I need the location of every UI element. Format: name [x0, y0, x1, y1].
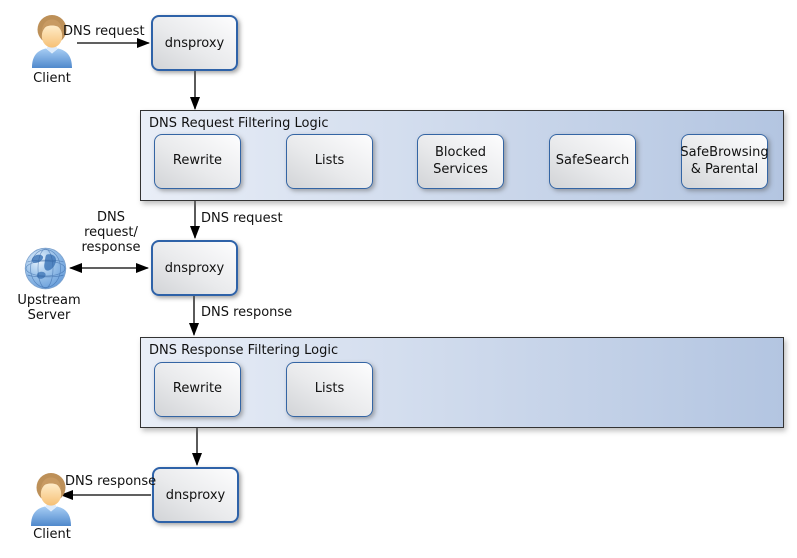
node-dnsproxy-mid: dnsproxy: [151, 240, 238, 296]
user-icon: [32, 15, 72, 68]
step-blocked-services: Blocked Services: [417, 134, 504, 189]
client-top-label: Client: [33, 71, 71, 86]
step-lists-response-label: Lists: [314, 381, 345, 397]
node-dnsproxy-top: dnsproxy: [151, 15, 238, 71]
step-safebrowsing-parental-label: SafeBrowsing & Parental: [680, 145, 769, 177]
step-blocked-services-label: Blocked Services: [433, 145, 488, 177]
user-icon: [31, 473, 71, 526]
upstream-server-label: Upstream Server: [17, 293, 81, 323]
node-dnsproxy-bottom: dnsproxy: [152, 467, 239, 523]
client-bottom-label: Client: [33, 527, 71, 542]
group-request-filtering: DNS Request Filtering Logic Rewrite List…: [140, 110, 784, 201]
step-safebrowsing-parental: SafeBrowsing & Parental: [680, 134, 769, 189]
node-dnsproxy-mid-label: dnsproxy: [164, 260, 225, 276]
globe-icon: [24, 247, 67, 290]
group-request-filtering-title: DNS Request Filtering Logic: [149, 116, 329, 131]
edge-label-upstream-response: DNS response: [201, 305, 293, 320]
step-lists-request-label: Lists: [314, 153, 345, 169]
step-rewrite-request: Rewrite: [154, 134, 241, 189]
step-rewrite-response-label: Rewrite: [172, 381, 223, 397]
node-dnsproxy-top-label: dnsproxy: [164, 35, 225, 51]
step-safesearch: SafeSearch: [549, 134, 636, 189]
node-dnsproxy-bottom-label: dnsproxy: [165, 487, 226, 503]
group-response-filtering: DNS Response Filtering Logic Rewrite Lis…: [140, 337, 784, 428]
step-rewrite-request-label: Rewrite: [172, 153, 223, 169]
edge-label-filtered-request: DNS request: [201, 211, 283, 226]
group-response-filtering-title: DNS Response Filtering Logic: [149, 343, 339, 358]
step-lists-request: Lists: [286, 134, 373, 189]
step-lists-response: Lists: [286, 362, 373, 417]
edge-label-upstream-exchange: DNS request/ response: [81, 210, 141, 255]
edge-label-client-request: DNS request: [63, 24, 145, 39]
edge-label-client-response: DNS response: [65, 474, 157, 489]
step-rewrite-response: Rewrite: [154, 362, 241, 417]
step-safesearch-label: SafeSearch: [555, 153, 630, 169]
